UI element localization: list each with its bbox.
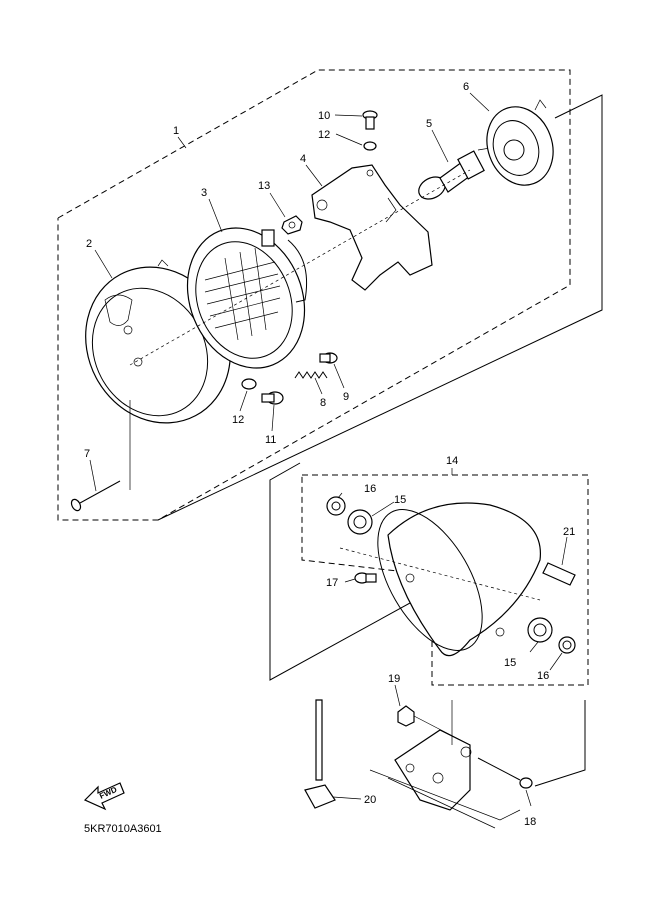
washer-12-left [241,378,257,390]
callout-16-top: 16 [364,483,376,495]
callout-18: 18 [524,816,536,828]
bolt-18 [477,700,586,789]
screw-11 [261,391,284,405]
callout-5: 5 [426,118,432,130]
callout-19: 19 [388,673,400,685]
headlight-housing [339,502,541,657]
callout-12-left: 12 [232,414,244,426]
callout-4: 4 [300,153,306,165]
pin-21 [542,562,576,586]
sealed-beam-unit [186,227,308,369]
callout-9: 9 [343,391,349,403]
collar-15-top [347,509,373,535]
callout-16-bottom: 16 [537,670,549,682]
screw-17 [354,572,377,584]
callout-17: 17 [326,577,338,589]
mounting-bracket [369,700,521,829]
callout-8: 8 [320,397,326,409]
callout-15-top: 15 [394,494,406,506]
assembly-group-14-outline [269,462,589,686]
assembly-group-1-outline [57,69,603,521]
callout-10: 10 [318,110,330,122]
spring-8 [294,371,328,379]
adjusting-screw-9 [319,352,338,364]
cable-tie-20 [304,699,336,809]
bulb-socket-cover [486,99,554,186]
leader-lines [89,92,568,807]
callout-14: 14 [446,455,458,467]
callout-3: 3 [201,187,207,199]
drawing-code: 5KR7010A3601 [84,823,162,835]
callout-15-bottom: 15 [504,657,516,669]
callout-1: 1 [173,125,179,137]
bushing-16-top [326,496,346,516]
callout-21: 21 [563,526,575,538]
callout-6: 6 [463,81,469,93]
callout-7: 7 [84,448,90,460]
callout-20: 20 [364,794,376,806]
callout-labels: 1 2 3 4 5 6 7 8 9 10 12 11 12 13 14 16 1… [84,81,575,828]
assembly-axis-lines [129,169,471,490]
screw-10 [362,110,378,130]
callout-12-top: 12 [318,129,330,141]
bushing-16-bottom [558,636,576,654]
headlight-bracket [311,164,433,291]
headlight-bulb [418,147,493,200]
washer-12-top [363,141,377,151]
callout-11: 11 [265,434,276,446]
callout-13: 13 [258,180,270,192]
fwd-arrow-icon: FWD [83,782,125,811]
callout-2: 2 [86,238,92,250]
nut-13 [281,215,303,235]
long-screw-7 [70,480,121,512]
collar-15-bottom [527,617,553,643]
